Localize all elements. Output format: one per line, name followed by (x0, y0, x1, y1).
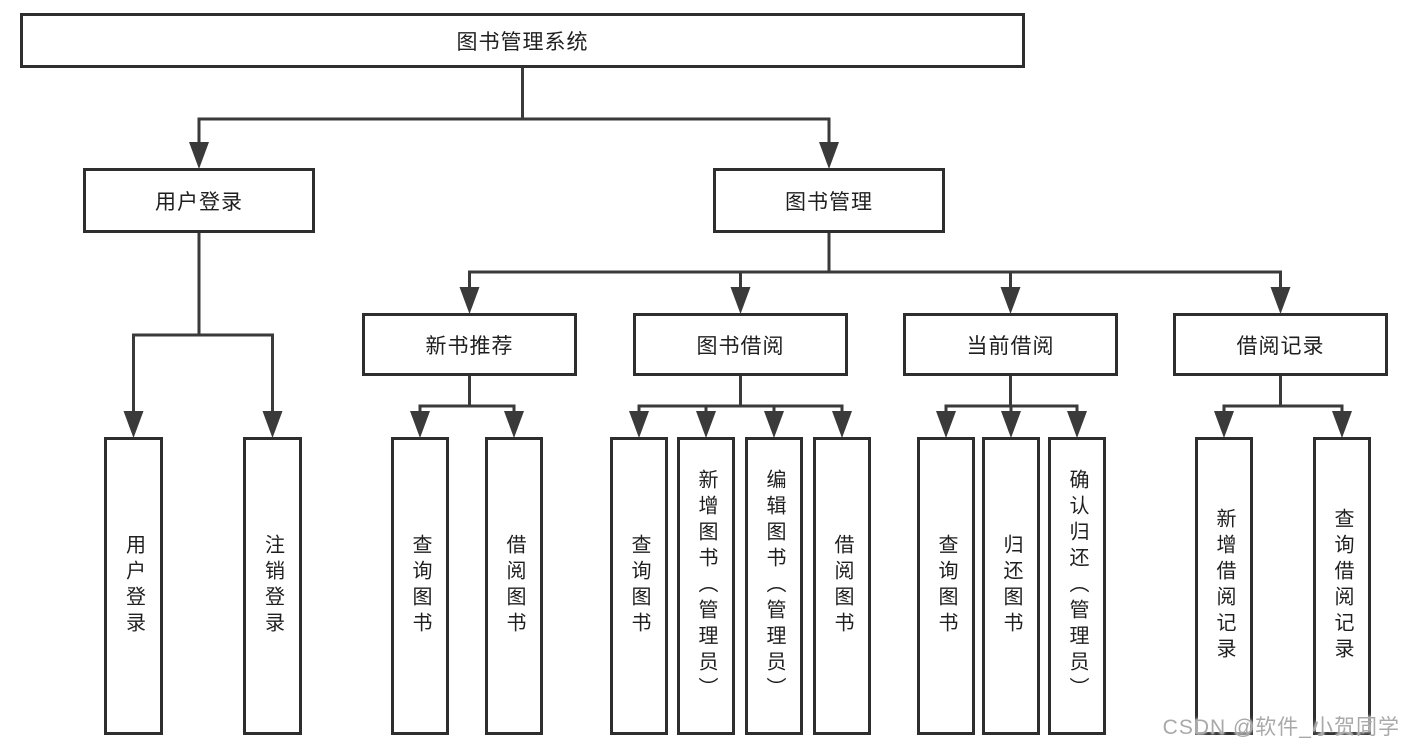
arrowhead-down-icon (1332, 411, 1352, 438)
node-root: 图书管理系统 (20, 13, 1025, 68)
node-label: 注销登录 (261, 534, 284, 638)
arrowhead-down-icon (459, 287, 480, 314)
node-leaf-bw-edit: 编辑图书（管理员） (745, 437, 803, 735)
arrowhead-down-icon (189, 142, 209, 169)
node-leaf-bw-query: 查询图书 (610, 437, 668, 735)
node-label: 借阅记录 (1236, 334, 1325, 358)
node-label: 用户登录 (122, 534, 145, 638)
node-label: 查询图书 (628, 534, 650, 638)
node-label: 用户登录 (155, 190, 243, 214)
node-leaf-bw-add: 新增图书（管理员） (677, 437, 735, 735)
arrowhead-down-icon (629, 411, 649, 438)
arrowhead-down-icon (1000, 287, 1021, 314)
node-leaf-bw-borrow: 借阅图书 (813, 437, 871, 735)
node-label: 查询图书 (935, 534, 957, 638)
arrowhead-down-icon (764, 411, 784, 438)
node-leaf-cb-return: 归还图书 (982, 437, 1040, 735)
node-label: 新书推荐 (425, 334, 514, 358)
node-leaf-login: 用户登录 (104, 437, 163, 735)
arrowhead-down-icon (410, 411, 430, 438)
node-leaf-rec-query: 查询借阅记录 (1313, 437, 1371, 735)
node-label: 借阅图书 (503, 534, 525, 638)
node-label: 查询图书 (409, 534, 431, 638)
node-leaf-logout: 注销登录 (243, 437, 302, 735)
arrowhead-down-icon (504, 411, 524, 438)
arrowhead-down-icon (819, 142, 839, 169)
node-leaf-rec-add: 新增借阅记录 (1195, 437, 1253, 735)
node-label: 借阅图书 (831, 534, 853, 638)
node-label: 查询借阅记录 (1331, 508, 1353, 664)
node-label: 归还图书 (1000, 534, 1022, 638)
arrowhead-down-icon (832, 411, 852, 438)
arrowhead-down-icon (1214, 411, 1234, 438)
node-label: 图书借阅 (696, 334, 785, 358)
node-book-borrow: 图书借阅 (633, 313, 848, 376)
arrowhead-down-icon (936, 411, 956, 438)
node-label: 编辑图书（管理员） (763, 469, 785, 703)
node-leaf-cb-query: 查询图书 (917, 437, 975, 735)
node-label: 确认归还（管理员） (1066, 469, 1088, 703)
node-label: 当前借阅 (966, 334, 1055, 358)
node-label: 图书管理 (785, 190, 873, 214)
arrowhead-down-icon (696, 411, 716, 438)
node-user-login: 用户登录 (83, 168, 315, 233)
watermark-text: CSDN @软件_小贺同学 (1162, 716, 1400, 739)
node-new-book: 新书推荐 (362, 313, 577, 376)
arrowhead-down-icon (1270, 287, 1291, 314)
arrowhead-down-icon (730, 287, 751, 314)
arrowhead-down-icon (123, 411, 144, 438)
node-label: 图书管理系统 (456, 30, 589, 54)
arrowhead-down-icon (1067, 411, 1087, 438)
arrowhead-down-icon (1001, 411, 1021, 438)
node-leaf-nb-query: 查询图书 (391, 437, 449, 735)
node-label: 新增图书（管理员） (695, 469, 717, 703)
node-current-borrow: 当前借阅 (903, 313, 1118, 376)
node-book-mgmt: 图书管理 (713, 168, 945, 233)
node-leaf-cb-confirm: 确认归还（管理员） (1048, 437, 1106, 735)
node-label: 新增借阅记录 (1213, 508, 1235, 664)
node-borrow-records: 借阅记录 (1173, 313, 1388, 376)
arrowhead-down-icon (262, 411, 283, 438)
node-leaf-nb-borrow: 借阅图书 (485, 437, 543, 735)
